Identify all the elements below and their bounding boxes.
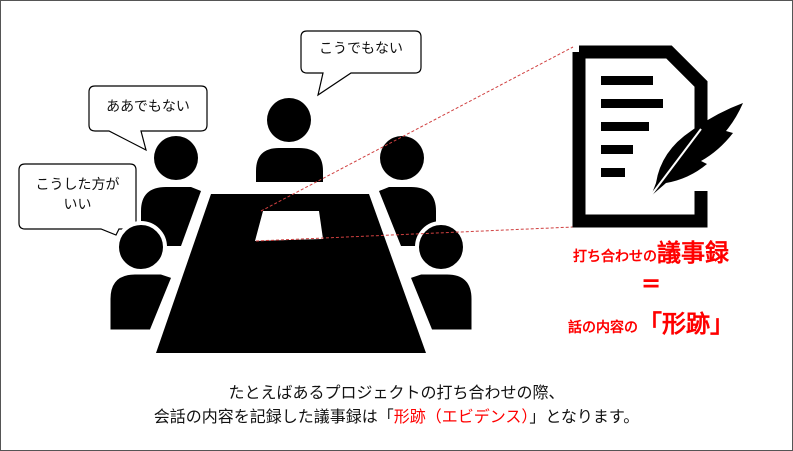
- speech-bubble-far-left: [18, 163, 137, 236]
- minutes-emphasis: 議事録: [657, 239, 729, 267]
- caption-line-1: たとえばあるプロジェクトの打ち合わせの際、: [228, 383, 565, 402]
- zoom-line-top: [260, 46, 574, 212]
- trace-prefix: 話の内容の: [568, 320, 638, 336]
- bubble-text-left: ああでもない: [106, 99, 190, 115]
- person-top: [256, 98, 323, 182]
- bubble-line-1: こうした方が: [35, 177, 120, 193]
- caption-line-2: 会話の内容を記録した議事録は「形跡（エビデンス）」となります。: [1, 405, 792, 429]
- caption: たとえばあるプロジェクトの打ち合わせの際、 会話の内容を記録した議事録は「形跡（…: [1, 381, 792, 429]
- trace-emphasis: 「形跡」: [638, 310, 734, 338]
- trace-label: 話の内容の「形跡」: [551, 304, 751, 339]
- meeting-table: [156, 194, 426, 353]
- person-front-left: [107, 221, 175, 333]
- caption-text: 会話の内容を記録した議事録は「: [153, 407, 394, 426]
- caption-highlight: 形跡（エビデンス）: [393, 407, 530, 426]
- quill-pen-icon: [648, 103, 743, 199]
- speech-bubble-top: [300, 30, 422, 97]
- zoom-line-bottom: [255, 226, 574, 242]
- minutes-paper: [255, 211, 323, 241]
- speech-bubble-left: [88, 85, 208, 152]
- caption-text-end: 」となります。: [529, 407, 640, 426]
- person-front-right: [407, 221, 475, 333]
- document-icon: [572, 45, 708, 228]
- minutes-label: 打ち合わせの議事録: [551, 233, 751, 268]
- bubble-text-top: こうでもない: [319, 41, 403, 57]
- equals-sign: =: [640, 269, 662, 297]
- bubble-text-far-left: こうした方が いい: [19, 175, 136, 215]
- minutes-prefix: 打ち合わせの: [573, 249, 657, 265]
- bubble-line-2: いい: [63, 197, 92, 213]
